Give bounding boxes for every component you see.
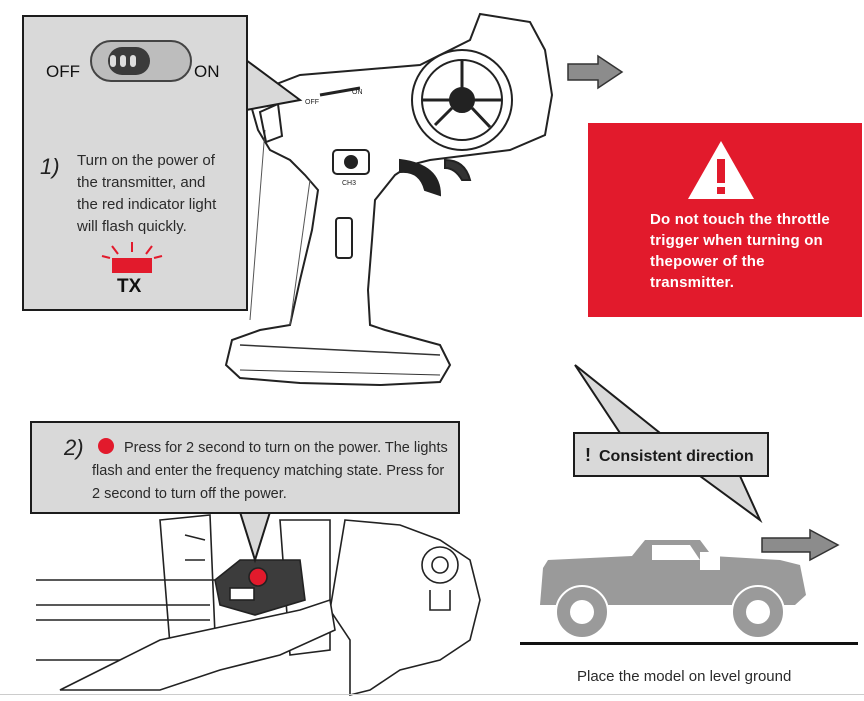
warning-text: Do not touch the throttle trigger when t… [650, 211, 830, 291]
step2-text: Press for 2 second to turn on the power.… [92, 440, 448, 502]
direction-pointer-top [574, 364, 663, 434]
direction-label: Consistent direction [599, 448, 754, 465]
direction-label-row: ! Consistent direction [585, 445, 754, 466]
transmitter-on-mark: ON [352, 89, 363, 96]
step1-instruction: Turn on the power of the transmitter, an… [77, 152, 217, 235]
transmitter-ch-label: CH3 [342, 180, 356, 187]
tx-indicator-light [112, 258, 152, 273]
receiver-illustration [36, 514, 481, 697]
red-button-dot-icon [98, 438, 114, 454]
step2-number: 2) [64, 435, 84, 460]
tx-label: TX [117, 276, 142, 297]
step2-callout: 2) Press for 2 second to turn on the pow… [30, 421, 460, 514]
warning-triangle-icon [688, 141, 754, 199]
callout1-pointer [245, 58, 303, 112]
warning-box: Do not touch the throttle trigger when t… [588, 123, 862, 317]
on-label: ON [194, 62, 220, 81]
truck-illustration [520, 540, 858, 645]
ground-caption: Place the model on level ground [577, 668, 792, 685]
forward-arrow-icon [567, 54, 624, 90]
transmitter-illustration [224, 12, 554, 387]
power-switch-knob[interactable] [108, 47, 150, 75]
callout2-pointer [238, 511, 272, 564]
off-label: OFF [46, 62, 80, 81]
truck-direction-arrow-icon [761, 528, 840, 562]
step1-number: 1) [40, 154, 60, 179]
direction-callout: ! Consistent direction [573, 432, 769, 477]
direction-pointer-bottom [696, 475, 763, 524]
step2-instruction: Press for 2 second to turn on the power.… [92, 437, 452, 506]
power-switch[interactable] [90, 40, 192, 82]
exclamation-icon: ! [585, 445, 591, 465]
transmitter-off-mark: OFF [305, 99, 319, 106]
